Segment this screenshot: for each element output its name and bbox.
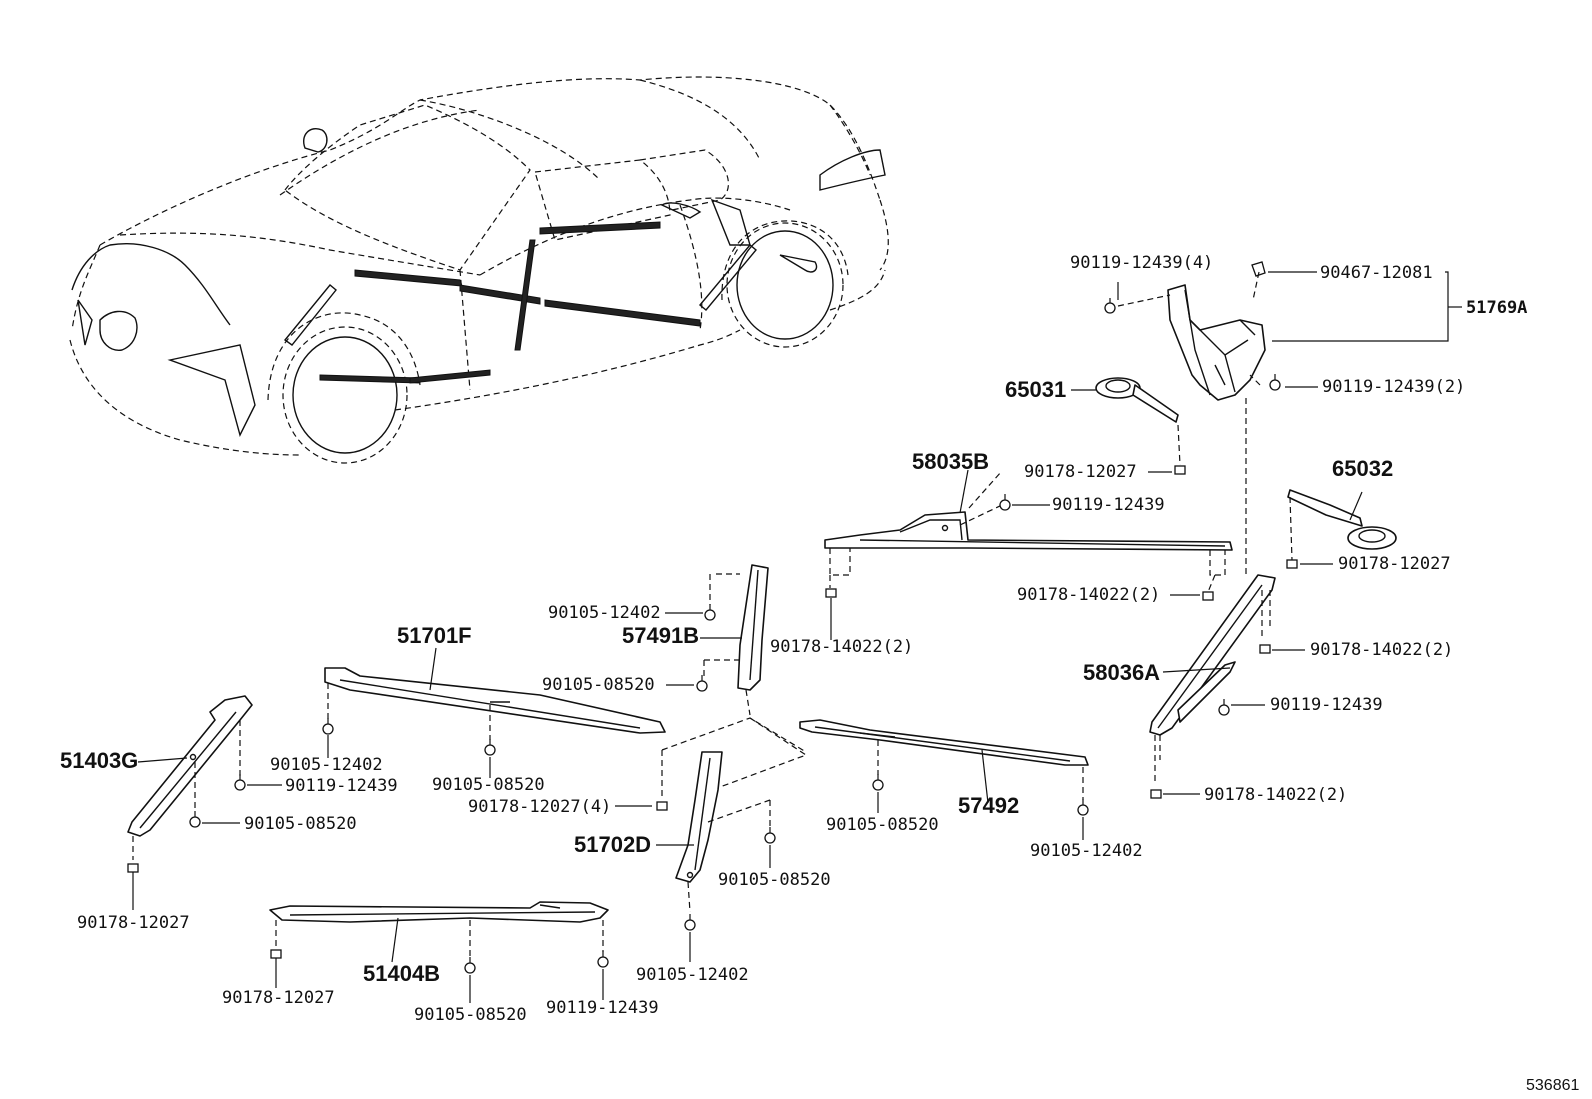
callout-90178-14022-2-d: 90178-14022(2) <box>1204 785 1347 805</box>
brace-57491b <box>737 564 769 691</box>
callout-65031: 65031 <box>1005 377 1066 402</box>
nut-icon <box>270 949 282 959</box>
callout-90178-14022-2-c: 90178-14022(2) <box>1310 640 1453 660</box>
callout-90119-12439-4: 90119-12439(4) <box>1070 253 1213 273</box>
callout-51403g: 51403G <box>60 748 138 773</box>
bolt-icon <box>597 951 609 968</box>
callout-90178-14022-2-b: 90178-14022(2) <box>770 637 913 657</box>
callout-58035b: 58035B <box>912 449 989 474</box>
bolt-icon <box>764 827 776 844</box>
damper-65032 <box>1287 489 1397 550</box>
brace-58035b <box>824 511 1233 551</box>
bolt-icon <box>189 811 201 828</box>
callout-90467-12081: 90467-12081 <box>1320 263 1433 283</box>
brace-51404b <box>269 901 609 923</box>
bolt-icon <box>322 718 334 735</box>
callout-90178-12027-b: 90178-12027 <box>1338 554 1451 574</box>
callout-90178-12027-c: 90178-12027 <box>77 913 190 933</box>
nut-icon <box>1286 559 1298 569</box>
callout-51701f: 51701F <box>397 623 472 648</box>
bolt-icon <box>704 604 716 621</box>
callout-90105-08520-d: 90105-08520 <box>718 870 831 890</box>
callout-90119-12439-c: 90119-12439 <box>285 776 398 796</box>
brace-51403g <box>127 695 253 837</box>
bolt-icon <box>1077 799 1089 816</box>
callout-90105-08520-e: 90105-08520 <box>826 815 939 835</box>
callout-90178-14022-2-a: 90178-14022(2) <box>1017 585 1160 605</box>
vehicle-illustration <box>69 76 889 464</box>
callout-58036a: 58036A <box>1083 660 1160 685</box>
callout-65032: 65032 <box>1332 456 1393 481</box>
bolt-icon <box>696 675 708 692</box>
nut-icon <box>127 863 139 873</box>
brace-51702d <box>675 751 723 883</box>
bolt-icon <box>234 774 246 791</box>
callout-90105-12402-b: 90105-12402 <box>270 755 383 775</box>
bolt-icon <box>464 957 476 974</box>
callout-90105-08520-a: 90105-08520 <box>542 675 655 695</box>
callout-90105-12402-d: 90105-12402 <box>1030 841 1143 861</box>
brace-51701f <box>324 667 666 734</box>
bolt-icon <box>484 739 496 756</box>
callout-57492: 57492 <box>958 793 1019 818</box>
callout-90178-12027-a: 90178-12027 <box>1024 462 1137 482</box>
clip-icon <box>1251 261 1266 277</box>
bolt-icon <box>999 494 1011 511</box>
bolt-icon <box>1269 374 1281 391</box>
callout-51702d: 51702D <box>574 832 651 857</box>
callout-90105-12402-c: 90105-12402 <box>636 965 749 985</box>
brace-57492 <box>799 719 1089 766</box>
nut-icon <box>1150 789 1162 799</box>
callout-57491b: 57491B <box>622 623 699 648</box>
nut-icon <box>656 801 668 811</box>
bolt-icon <box>684 914 696 931</box>
callout-90105-12402-a: 90105-12402 <box>548 603 661 623</box>
nut-icon <box>1202 591 1214 601</box>
bolt-icon <box>1104 298 1116 314</box>
damper-65031 <box>1095 377 1179 423</box>
bolt-icon <box>872 774 884 791</box>
callout-90119-12439-a: 90119-12439 <box>1052 495 1165 515</box>
callout-51769a: 51769A <box>1466 298 1527 318</box>
callout-51404b: 51404B <box>363 961 440 986</box>
callout-90105-08520-b: 90105-08520 <box>432 775 545 795</box>
callout-90105-08520-f: 90105-08520 <box>414 1005 527 1025</box>
callout-90178-12027-4: 90178-12027(4) <box>468 797 611 817</box>
nut-icon <box>825 588 837 598</box>
callout-90119-12439-d: 90119-12439 <box>546 998 659 1018</box>
callout-90119-12439-2-top: 90119-12439(2) <box>1322 377 1465 397</box>
nut-icon <box>1259 644 1271 654</box>
nut-icon <box>1174 465 1186 475</box>
callout-90119-12439-b: 90119-12439 <box>1270 695 1383 715</box>
diagram-id: 536861 <box>1526 1077 1579 1094</box>
callout-90105-08520-c: 90105-08520 <box>244 814 357 834</box>
brace-58036a <box>1149 574 1276 736</box>
bracket-51769a <box>1167 284 1266 401</box>
callout-90178-12027-d: 90178-12027 <box>222 988 335 1008</box>
bolt-icon <box>1218 699 1230 716</box>
